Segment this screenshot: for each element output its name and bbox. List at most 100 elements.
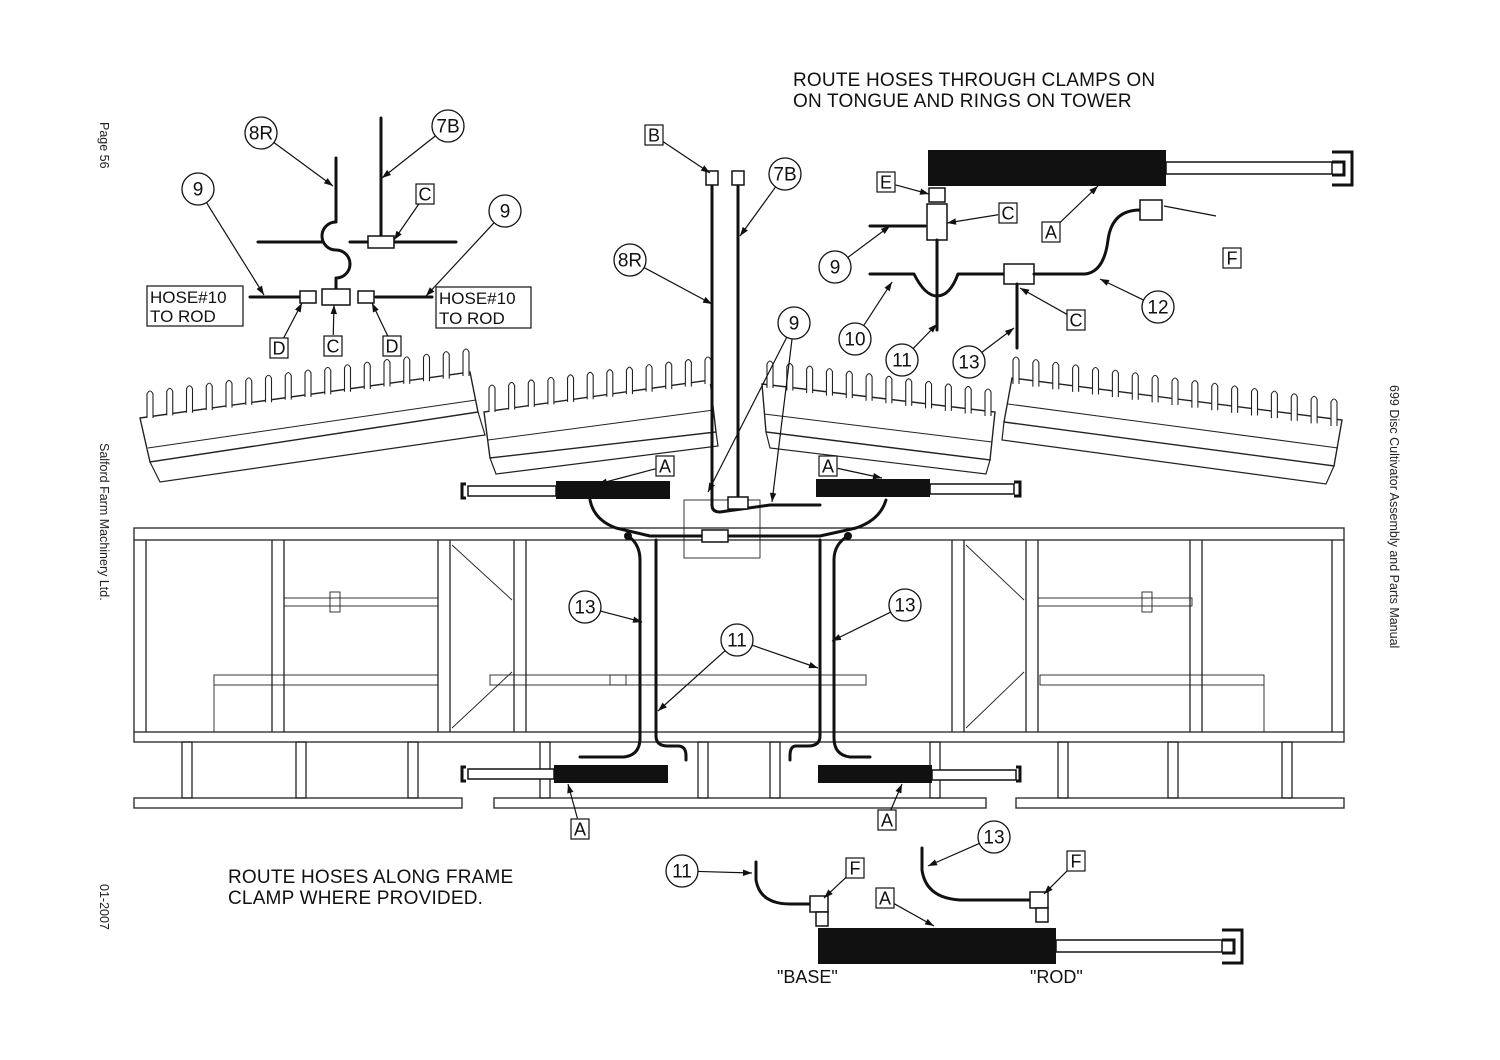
note-bottom-line-1: ROUTE HOSES ALONG FRAME	[228, 867, 513, 888]
disc-blade	[1052, 361, 1060, 390]
disc-blade	[1250, 387, 1259, 416]
callout-box-label: F	[1227, 249, 1238, 269]
leader-arrowhead	[1089, 186, 1098, 195]
callout-box-frame-a-ll	[570, 818, 590, 840]
callout-circle-bot-11	[665, 854, 699, 888]
callout-circle-label: 9	[193, 180, 204, 201]
disc-blade	[245, 377, 253, 405]
disc-blade	[1012, 356, 1020, 384]
disc-blade	[924, 380, 933, 409]
leader-line	[751, 644, 819, 669]
disc-blade	[488, 384, 496, 412]
label-rod-end: "ROD"	[1030, 967, 1083, 987]
leader-arrowhead	[880, 226, 890, 234]
leader-arrowhead	[330, 305, 337, 315]
callout-circle-mid-8r	[613, 243, 647, 277]
leader-arrowhead	[769, 492, 777, 502]
leader-arrowhead	[1020, 288, 1030, 296]
leader-line	[831, 611, 891, 642]
leader-arrowhead	[884, 282, 892, 292]
leader-arrowhead	[426, 287, 435, 296]
frame-cylinder-lower-right	[818, 765, 1022, 783]
disc-blade	[684, 359, 692, 387]
note-top-line-2: ON TONGUE AND RINGS ON TOWER	[793, 91, 1132, 112]
cylinder-body	[928, 150, 1166, 186]
cultivator-frame	[133, 499, 1345, 809]
tee-fitting-frame	[701, 529, 729, 543]
leader-line	[381, 135, 436, 179]
hose-cross-connection	[588, 498, 888, 538]
callout-circle-frame-13-right	[888, 588, 922, 622]
callout-box-label: A	[659, 457, 671, 477]
disc-blade	[825, 368, 834, 396]
label-base-end: "BASE"	[777, 967, 838, 987]
cylinder-rod	[1165, 161, 1333, 175]
disc-blade	[225, 379, 233, 408]
callout-circle-label: 8R	[618, 251, 642, 272]
callout-circle-tr-9	[818, 250, 852, 284]
callout-box-label: E	[880, 173, 892, 193]
callout-box-label: A	[574, 820, 586, 840]
disc-blade	[905, 378, 913, 406]
frame-cylinder-upper-right	[816, 479, 1022, 498]
leader-arrowhead	[832, 634, 842, 641]
page-number: Page 56	[97, 122, 111, 169]
callout-circle-tl-9-right	[488, 194, 522, 228]
disc-blade	[964, 385, 972, 414]
leader-arrowhead	[808, 662, 818, 669]
port-rod	[1035, 907, 1049, 923]
note-top-line-1: ROUTE HOSES THROUGH CLAMPS ON	[793, 70, 1155, 91]
disc-blade	[704, 356, 712, 384]
leader-arrowhead	[1100, 279, 1110, 286]
leader-arrowhead	[256, 285, 264, 295]
hose-13-port	[920, 846, 1032, 902]
leader-arrowhead	[700, 165, 710, 173]
disc-blade	[1171, 377, 1179, 405]
disc-blade	[343, 364, 352, 392]
callout-box-label: C	[1002, 204, 1015, 224]
leader-arrowhead	[658, 702, 667, 711]
hose-10-box-left: HOSE#10 TO ROD	[146, 285, 244, 327]
detail-cylinder-ports	[754, 846, 1244, 965]
disc-blade	[383, 358, 391, 387]
disc-blade	[205, 382, 213, 411]
callout-circle-mid-7b	[768, 157, 802, 191]
callout-circle-label: 11	[892, 351, 912, 372]
hose-10-left-line-1: HOSE#10	[150, 288, 227, 307]
leader-line	[273, 142, 334, 187]
callout-circle-bot-13	[977, 820, 1011, 854]
disc-blade	[363, 361, 371, 390]
hose-9-main	[710, 503, 822, 514]
leader-line	[597, 468, 656, 485]
disc-blade	[508, 381, 516, 410]
leader-arrowhead	[372, 303, 379, 313]
disc-blade	[1310, 395, 1318, 424]
main-hose-routing	[578, 170, 888, 762]
cylinder-rod-bottom	[1055, 939, 1223, 953]
leader-arrowhead	[394, 230, 402, 240]
leader-arrowhead	[598, 478, 608, 485]
elbow-f-base	[809, 895, 829, 913]
callout-circle-tr-11	[885, 343, 919, 377]
disc-blade	[1111, 369, 1119, 398]
callout-box-bot-f-right	[1066, 850, 1086, 872]
revision-date: 01-2007	[97, 884, 111, 930]
callout-circle-label: 9	[830, 258, 841, 279]
hose-10	[868, 272, 1005, 298]
disc-blade	[1091, 366, 1100, 395]
leader-arrowhead	[928, 859, 938, 866]
leader-line	[205, 202, 265, 296]
disc-blade	[1151, 374, 1159, 403]
fitting-d-left	[299, 290, 317, 304]
company-name: Salford Farm Machinery Ltd.	[97, 443, 111, 601]
callout-box-tr-e	[876, 171, 896, 193]
fitting-b	[705, 170, 719, 186]
disc-blade	[865, 373, 873, 401]
leader-arrowhead	[1044, 885, 1053, 894]
leader-line	[1057, 185, 1099, 225]
disc-blade	[166, 387, 174, 416]
leader-line	[1019, 287, 1068, 316]
leader-arrowhead	[895, 784, 902, 794]
